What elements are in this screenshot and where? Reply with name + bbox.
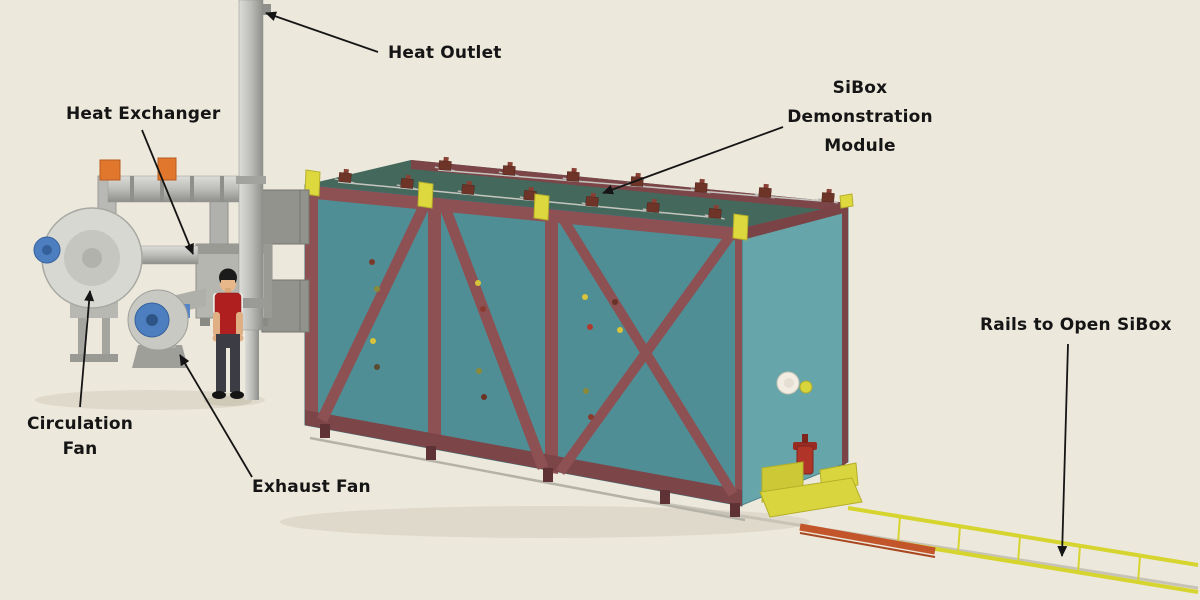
sibox-module	[304, 160, 849, 522]
panel-indicators	[369, 259, 623, 420]
roof-clamps	[304, 155, 854, 241]
module-side-face	[741, 202, 849, 506]
heat-outlet-label: Heat Outlet	[388, 43, 502, 63]
sibox-arrow	[602, 126, 784, 195]
brace-panel3b	[555, 211, 738, 497]
heat-outlet-pipe	[235, 0, 271, 400]
brace-panel1	[317, 199, 431, 423]
rail-orange-beam	[799, 523, 936, 555]
exhaust-fan	[127, 288, 206, 368]
annotation-arrows	[79, 11, 1069, 557]
heat-exchanger-arrow	[141, 129, 194, 255]
ground-shadows	[35, 390, 810, 538]
heat-outlet-arrow	[265, 11, 379, 53]
rails	[639, 498, 1199, 594]
person-figure	[212, 268, 244, 399]
rails-arrow	[1057, 343, 1069, 557]
exhaust-fan-label: Exhaust Fan	[252, 477, 371, 497]
brace-panel2	[437, 200, 549, 470]
rails-label: Rails to Open SiBox	[980, 315, 1172, 335]
orange-fitting-1	[99, 159, 121, 181]
side-port	[776, 371, 813, 395]
circulation-fan-label: Circulation Fan	[26, 414, 134, 459]
circulation-fan	[33, 207, 143, 362]
circulation-fan-arrow	[79, 290, 95, 408]
sibox-module-label: SiBox Demonstration Module	[787, 78, 933, 156]
heat-exchanger-label: Heat Exchanger	[66, 104, 221, 124]
rail-drive-unit	[759, 434, 863, 518]
ducts	[97, 157, 241, 265]
exhaust-fan-arrow	[179, 354, 253, 478]
